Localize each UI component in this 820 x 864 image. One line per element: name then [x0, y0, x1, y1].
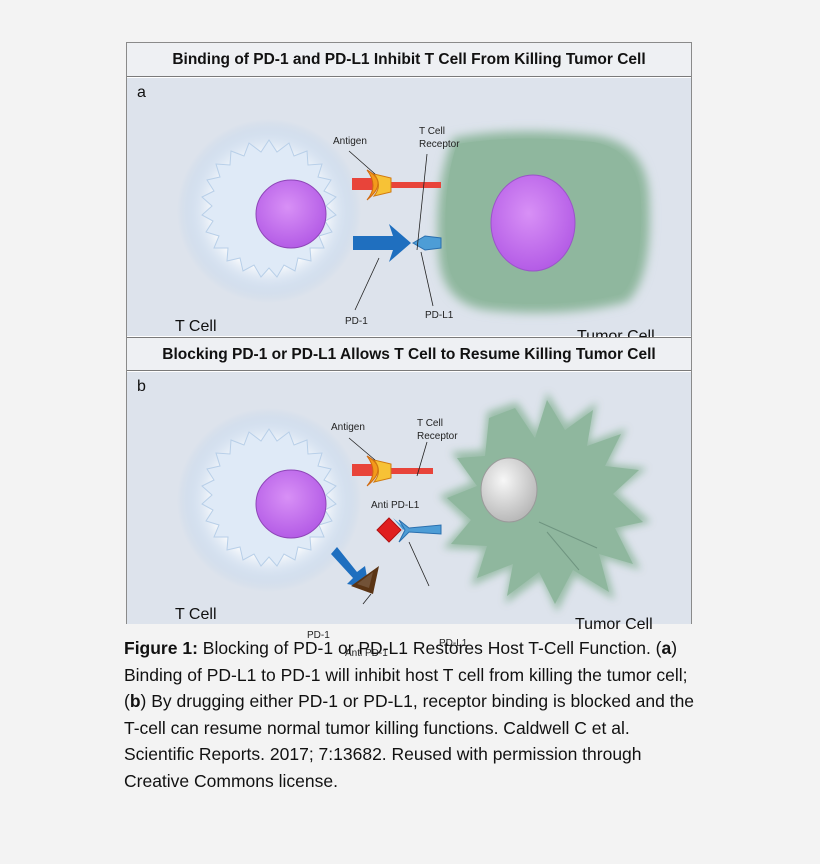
pdl1-label-a: PD-L1 — [425, 310, 454, 321]
panel-a-illustration — [177, 119, 650, 313]
pd1-label-a: PD-1 — [345, 316, 368, 327]
caption-label: Figure 1: — [124, 638, 198, 658]
tcr-label-b-line2: Receptor — [417, 431, 458, 442]
tumor-nucleus-a — [490, 174, 576, 272]
panel-b-title: Blocking PD-1 or PD-L1 Allows T Cell to … — [127, 337, 691, 371]
panel-b-illustration — [177, 392, 651, 612]
pd1-arrow-a — [353, 224, 411, 262]
pd1-arrow-b — [331, 547, 369, 588]
caption-bold-b: b — [129, 691, 141, 711]
panel-a-letter: a — [137, 84, 146, 101]
panel-b: b Antigen T Cell Receptor Anti PD-L1 T C… — [127, 372, 691, 659]
anti-pdl1-drug — [376, 517, 402, 543]
tumor-nucleus-b — [480, 457, 538, 523]
pdl1-b — [398, 519, 442, 543]
tumor-cell-b — [447, 400, 643, 604]
figure-caption: Figure 1: Blocking of PD-1 or PD-L1 Rest… — [124, 635, 704, 794]
tumor-cell-label-b: Tumor Cell — [575, 616, 653, 633]
caption-bold-a: a — [661, 638, 672, 658]
caption-text-2: ) Binding of PD-L1 to PD-1 will inhibit … — [124, 638, 688, 711]
antigen-label-a: Antigen — [333, 136, 367, 147]
t-cell-nucleus-a — [255, 179, 327, 249]
t-cell-label-a: T Cell — [175, 318, 217, 335]
tcr-label-b-line1: T Cell — [417, 418, 443, 429]
t-cell-label-b: T Cell — [175, 606, 217, 623]
antigen-label-b: Antigen — [331, 422, 365, 433]
anti-pd1-drug — [351, 566, 379, 594]
anti-pdl1-label: Anti PD-L1 — [371, 500, 420, 511]
pdl1-a — [412, 235, 442, 251]
t-cell-receptor-b — [389, 468, 433, 474]
t-cell-receptor-a — [389, 182, 441, 188]
tcr-label-a-line2: Receptor — [419, 139, 460, 150]
panel-a-title: Binding of PD-1 and PD-L1 Inhibit T Cell… — [127, 43, 691, 77]
panel-b-letter: b — [137, 378, 146, 395]
t-cell-nucleus-b — [255, 469, 327, 539]
pd1-label-b: PD-1 — [307, 630, 330, 641]
tcr-label-a-line1: T Cell — [419, 126, 445, 137]
pdl1-label-b: PD-L1 — [439, 638, 468, 649]
caption-text-3: ) By drugging either PD-1 or PD-L1, rece… — [124, 691, 695, 791]
figure-panel: Binding of PD-1 and PD-L1 Inhibit T Cell… — [126, 42, 692, 659]
caption-text-1: Blocking of PD-1 or PD-L1 Restores Host … — [197, 638, 662, 658]
anti-pd1-label: Anti PD-1 — [345, 648, 388, 659]
panel-a: a Antigen T Cell Receptor T Cell PD-1 PD… — [127, 78, 691, 345]
